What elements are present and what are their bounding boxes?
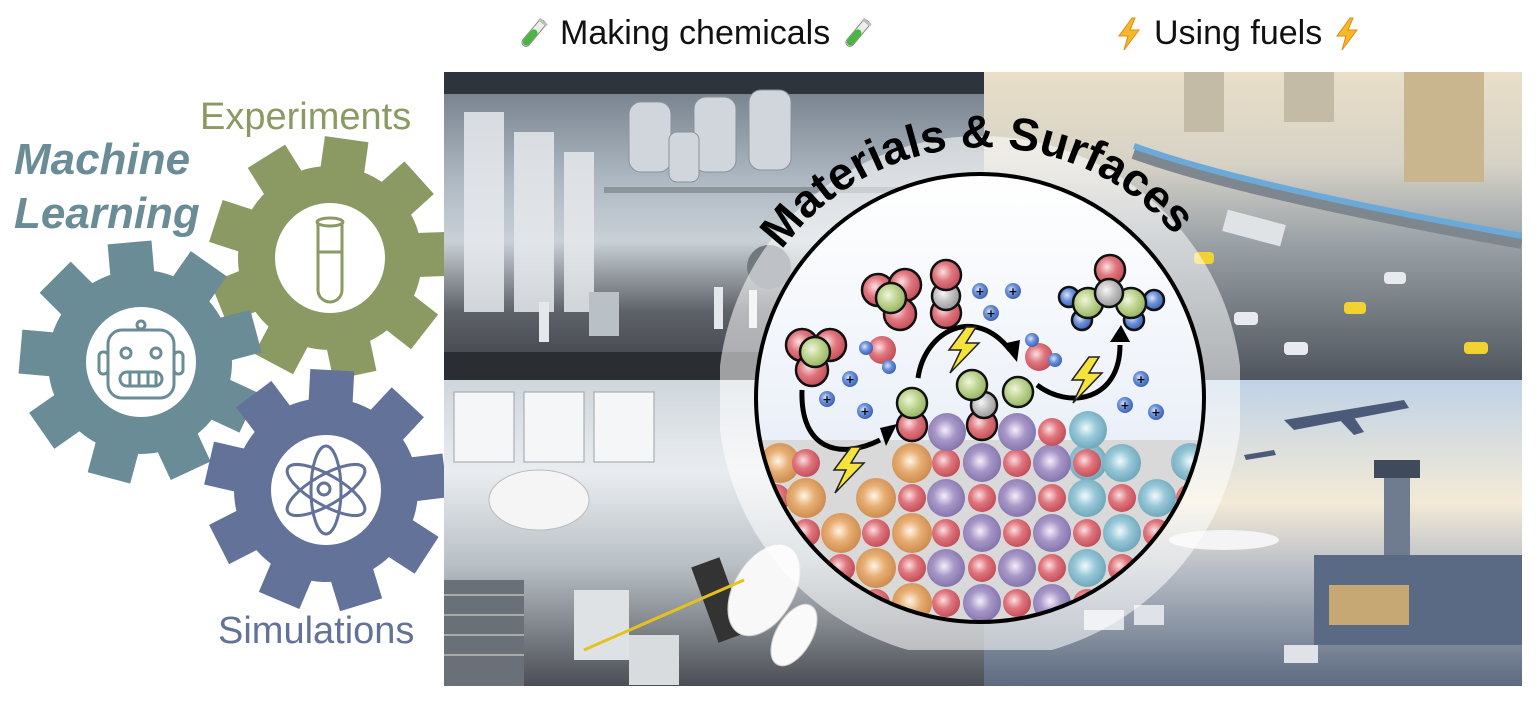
svg-text:+: + (975, 285, 984, 298)
simulations-label: Simulations (218, 610, 415, 652)
making-chemicals-header: Making chemicals (518, 14, 872, 53)
lightning-emoji-icon (1334, 17, 1360, 51)
svg-text:+: + (860, 405, 869, 418)
atom-icon (285, 444, 367, 536)
test-tube-emoji-icon (518, 17, 548, 51)
svg-text:+: + (986, 307, 995, 320)
lightning-emoji-icon (1116, 17, 1142, 51)
molecules (784, 253, 1166, 443)
robot-icon (97, 319, 185, 400)
reaction-arrows (799, 323, 1123, 452)
experiments-label: Experiments (200, 96, 412, 138)
svg-text:+: + (822, 393, 831, 406)
svg-text:+: + (1008, 285, 1017, 298)
svg-text:+: + (1136, 373, 1145, 386)
arrow-heads (880, 325, 1130, 446)
machine-label: Machine (14, 135, 191, 184)
gears-graphic (8, 122, 450, 617)
materials-surfaces-graphic: + + + + + + + + + Materials & Surfaces (720, 105, 1240, 650)
learning-label: Learning (14, 189, 200, 238)
test-tube-emoji-icon (842, 17, 872, 51)
svg-text:+: + (1151, 406, 1160, 419)
svg-text:+: + (1120, 399, 1129, 412)
machine-learning-label: Machine Learning (14, 133, 200, 241)
using-fuels-label: Using fuels (1154, 14, 1323, 52)
using-fuels-header: Using fuels (1116, 14, 1360, 53)
ions: + + + + + + + + + (819, 283, 1164, 420)
lightning-bolt-icons (832, 326, 1104, 494)
test-tube-icon (315, 216, 345, 304)
making-chemicals-label: Making chemicals (560, 14, 831, 52)
svg-text:+: + (845, 373, 854, 386)
